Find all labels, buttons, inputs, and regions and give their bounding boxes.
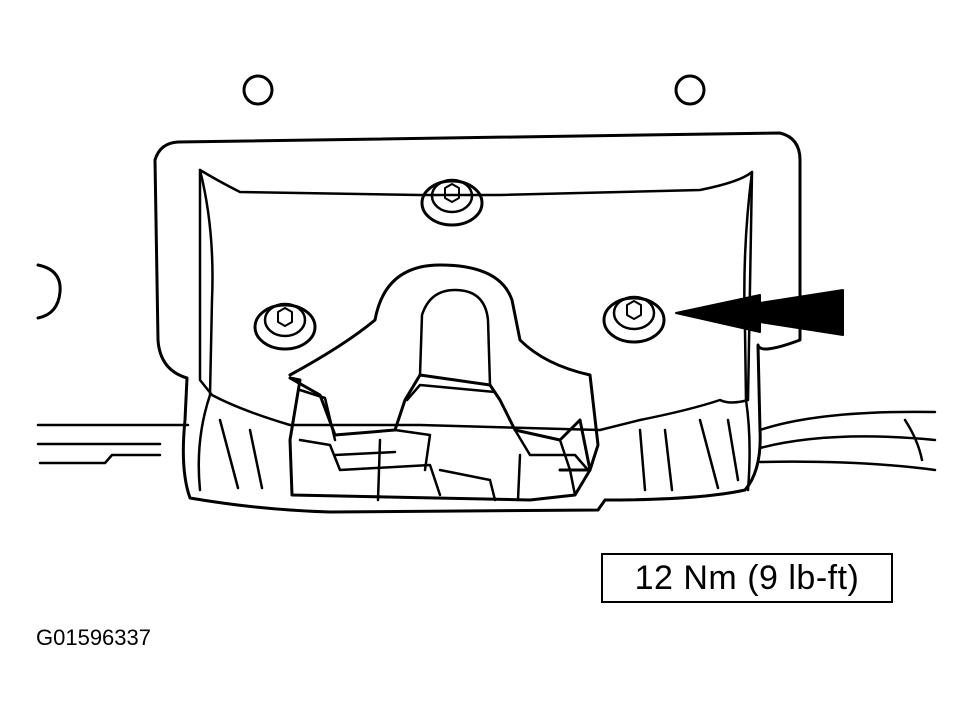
locating-hole-left [242, 74, 274, 106]
callout-arrow-icon [675, 289, 844, 336]
hook-channel-inner [418, 288, 492, 387]
bolt-top [420, 178, 484, 227]
panel-lines [36, 410, 937, 472]
bolt-left [253, 302, 317, 351]
latch-plate-flange [198, 168, 754, 432]
torque-spec-label: 12 Nm (9 lb-ft) [601, 553, 893, 603]
figure-id: G01596337 [36, 625, 151, 650]
latch-opening [288, 373, 592, 502]
latch-plate-outline [153, 131, 802, 514]
locating-hole-right [674, 74, 706, 106]
flange-edges [197, 168, 754, 492]
torque-spec-text: 12 Nm (9 lb-ft) [634, 558, 860, 597]
side-hole-partial [36, 263, 62, 320]
latch-mechanism [298, 383, 590, 502]
bolt-right [602, 295, 666, 344]
hook-channel-outer [288, 263, 600, 472]
